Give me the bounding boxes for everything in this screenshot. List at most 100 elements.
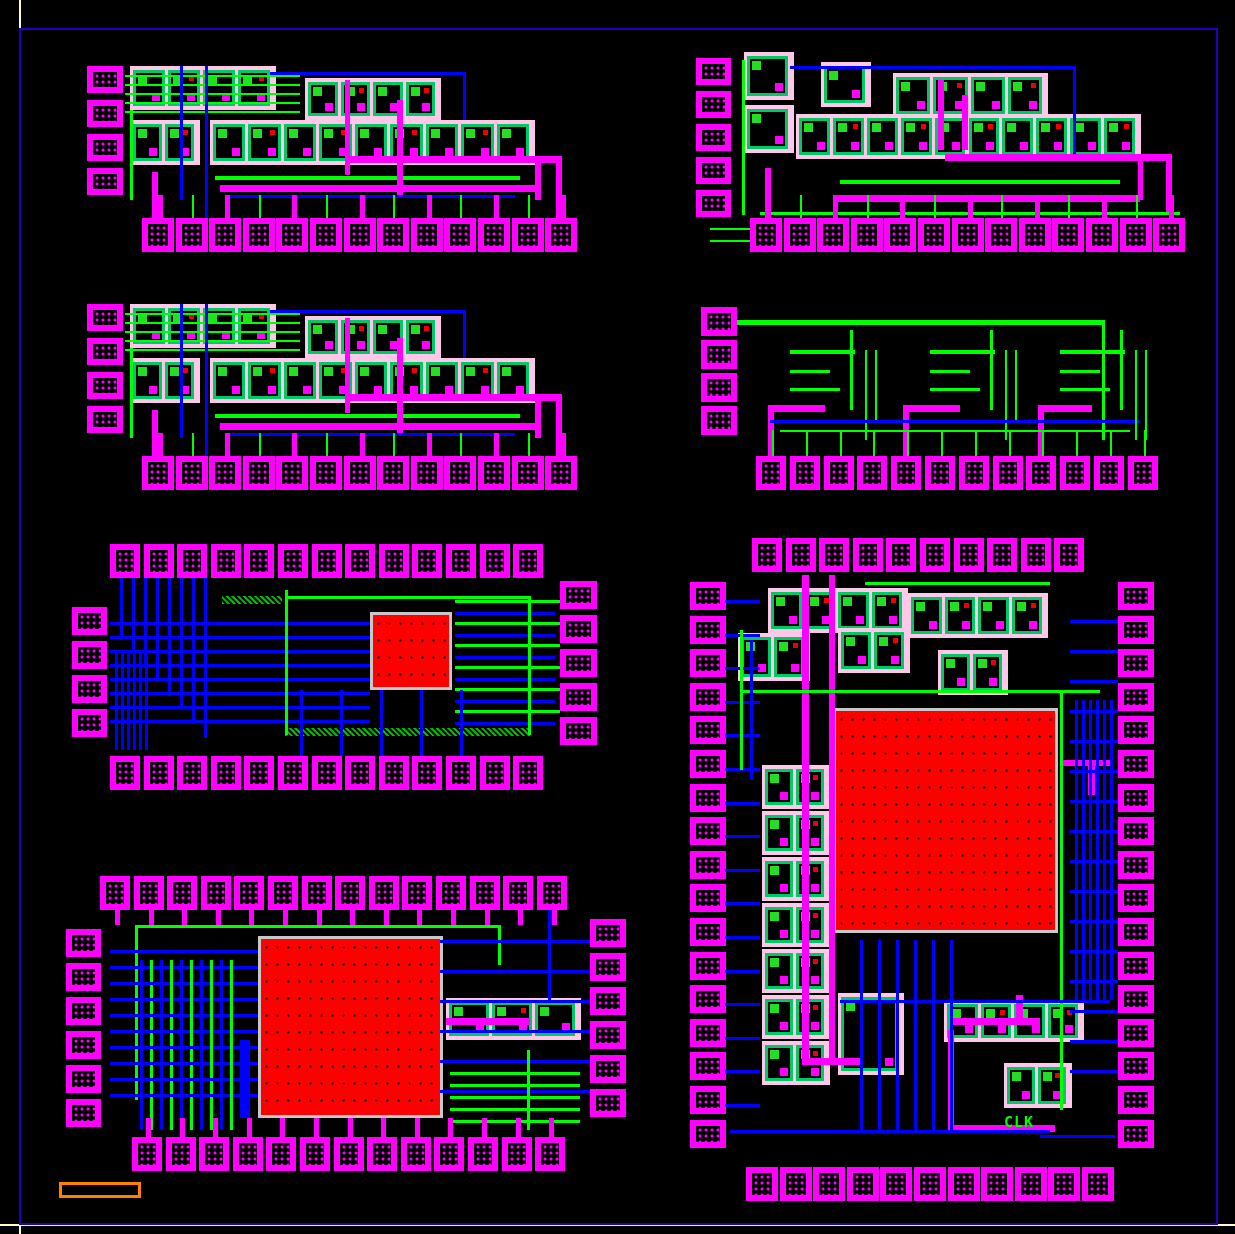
io-pad[interactable] <box>201 876 231 910</box>
io-pad[interactable] <box>345 756 375 790</box>
io-pad[interactable] <box>513 544 543 578</box>
io-pad[interactable] <box>66 1099 101 1127</box>
io-pad[interactable] <box>1118 649 1154 677</box>
io-pad[interactable] <box>1118 952 1154 980</box>
hard-macro[interactable] <box>258 936 443 1118</box>
io-pad[interactable] <box>110 756 140 790</box>
io-pad[interactable] <box>884 218 916 252</box>
io-pad[interactable] <box>560 717 597 745</box>
io-pad[interactable] <box>701 307 737 336</box>
io-pad[interactable] <box>379 756 409 790</box>
io-pad[interactable] <box>780 1167 812 1201</box>
io-pad[interactable] <box>690 918 726 946</box>
io-pad[interactable] <box>813 1167 845 1201</box>
io-pad[interactable] <box>1026 456 1056 490</box>
io-pad[interactable] <box>1118 851 1154 879</box>
io-pad[interactable] <box>412 544 442 578</box>
io-pad[interactable] <box>1118 582 1154 610</box>
standard-cell-row[interactable] <box>938 650 1008 695</box>
io-pad[interactable] <box>66 997 101 1025</box>
io-pad[interactable] <box>132 1137 162 1171</box>
io-pad[interactable] <box>690 683 726 711</box>
io-pad[interactable] <box>444 456 476 490</box>
io-pad[interactable] <box>436 876 466 910</box>
io-pad[interactable] <box>925 456 955 490</box>
io-pad[interactable] <box>377 218 409 252</box>
io-pad[interactable] <box>100 876 130 910</box>
io-pad[interactable] <box>310 456 342 490</box>
io-pad[interactable] <box>369 876 399 910</box>
io-pad[interactable] <box>851 218 883 252</box>
io-pad[interactable] <box>142 218 174 252</box>
io-pad[interactable] <box>72 709 107 737</box>
io-pad[interactable] <box>1118 784 1154 812</box>
io-pad[interactable] <box>334 1137 364 1171</box>
io-pad[interactable] <box>690 985 726 1013</box>
io-pad[interactable] <box>166 1137 196 1171</box>
io-pad[interactable] <box>66 963 101 991</box>
io-pad[interactable] <box>177 756 207 790</box>
io-pad[interactable] <box>1118 1019 1154 1047</box>
io-pad[interactable] <box>880 1167 912 1201</box>
io-pad[interactable] <box>209 218 241 252</box>
io-pad[interactable] <box>690 817 726 845</box>
standard-cell-row[interactable] <box>744 105 794 153</box>
io-pad[interactable] <box>134 876 164 910</box>
io-pad[interactable] <box>233 1137 263 1171</box>
standard-cell-row[interactable] <box>762 949 830 993</box>
io-pad[interactable] <box>817 218 849 252</box>
io-pad[interactable] <box>1118 616 1154 644</box>
io-pad[interactable] <box>1118 884 1154 912</box>
io-pad[interactable] <box>590 987 626 1015</box>
io-pad[interactable] <box>784 218 816 252</box>
io-pad[interactable] <box>954 538 984 572</box>
io-pad[interactable] <box>478 218 510 252</box>
io-pad[interactable] <box>886 538 916 572</box>
io-pad[interactable] <box>690 1120 726 1148</box>
io-pad[interactable] <box>243 218 275 252</box>
io-pad[interactable] <box>468 1137 498 1171</box>
io-pad[interactable] <box>987 538 1017 572</box>
io-pad[interactable] <box>545 218 577 252</box>
io-pad[interactable] <box>948 1167 980 1201</box>
io-pad[interactable] <box>377 456 409 490</box>
io-pad[interactable] <box>690 784 726 812</box>
io-pad[interactable] <box>512 218 544 252</box>
io-pad[interactable] <box>819 538 849 572</box>
io-pad[interactable] <box>312 756 342 790</box>
io-pad[interactable] <box>690 716 726 744</box>
io-pad[interactable] <box>590 1055 626 1083</box>
standard-cell-row[interactable] <box>768 588 908 633</box>
io-pad[interactable] <box>344 456 376 490</box>
io-pad[interactable] <box>512 456 544 490</box>
io-pad[interactable] <box>446 756 476 790</box>
io-pad[interactable] <box>434 1137 464 1171</box>
standard-cell-row[interactable] <box>762 903 830 947</box>
io-pad[interactable] <box>66 1031 101 1059</box>
io-pad[interactable] <box>302 876 332 910</box>
standard-cell-row[interactable] <box>130 120 200 165</box>
io-pad[interactable] <box>278 756 308 790</box>
io-pad[interactable] <box>690 851 726 879</box>
io-pad[interactable] <box>993 456 1023 490</box>
io-pad[interactable] <box>1118 716 1154 744</box>
io-pad[interactable] <box>959 456 989 490</box>
io-pad[interactable] <box>243 456 275 490</box>
io-pad[interactable] <box>87 304 123 331</box>
io-pad[interactable] <box>211 756 241 790</box>
io-pad[interactable] <box>401 1137 431 1171</box>
io-pad[interactable] <box>480 544 510 578</box>
io-pad[interactable] <box>1128 456 1158 490</box>
hard-macro[interactable] <box>370 612 452 690</box>
io-pad[interactable] <box>537 876 567 910</box>
io-pad[interactable] <box>66 929 101 957</box>
io-pad[interactable] <box>199 1137 229 1171</box>
io-pad[interactable] <box>66 1065 101 1093</box>
standard-cell-row[interactable] <box>305 316 441 358</box>
io-pad[interactable] <box>276 456 308 490</box>
io-pad[interactable] <box>914 1167 946 1201</box>
io-pad[interactable] <box>1118 750 1154 778</box>
io-pad[interactable] <box>268 876 298 910</box>
io-pad[interactable] <box>891 456 921 490</box>
io-pad[interactable] <box>590 1021 626 1049</box>
